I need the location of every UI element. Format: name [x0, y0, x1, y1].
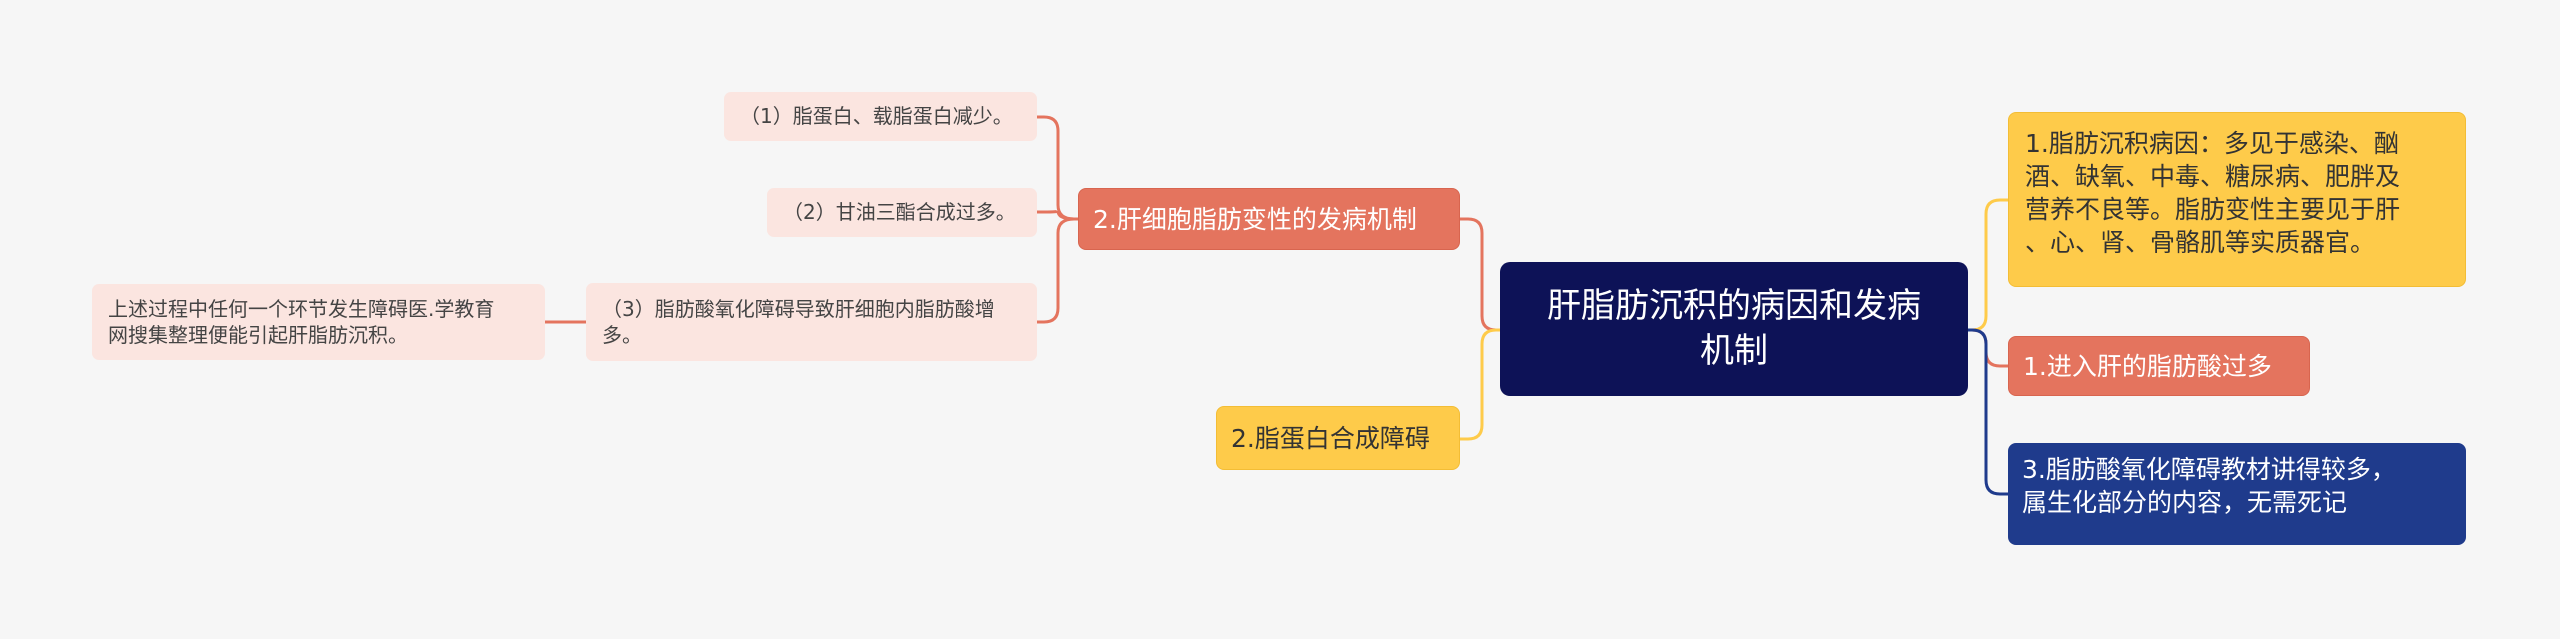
node-oxidation[interactable]: 3.脂肪酸氧化障碍教材讲得较多， 属生化部分的内容，无需死记: [2008, 443, 2466, 545]
link-center-lipoprotein: [1460, 328, 1500, 441]
link-center-causes: [1968, 198, 2008, 332]
link-center-fatty-acid: [1968, 328, 2008, 368]
link-mechanism-item1: [1037, 115, 1078, 221]
node-lipoprotein-label: 2.脂蛋白合成障碍: [1231, 423, 1430, 453]
node-mechanism-label: 2.肝细胞脂肪变性的发病机制: [1093, 204, 1417, 234]
center-title: 肝脂肪沉积的病因和发病 机制: [1547, 286, 1921, 371]
node-oxidation-label: 3.脂肪酸氧化障碍教材讲得较多， 属生化部分的内容，无需死记: [2022, 455, 2396, 517]
node-note-label: 上述过程中任何一个环节发生障碍医.学教育 网搜集整理便能引起肝脂肪沉积。: [108, 296, 495, 347]
link-center-mechanism: [1460, 217, 1500, 332]
link-mechanism-item3: [1037, 217, 1078, 324]
node-item-2[interactable]: （2）甘油三酯合成过多。: [767, 188, 1037, 237]
node-causes-label: 1.脂肪沉积病因：多见于感染、酗 酒、缺氧、中毒、糖尿病、肥胖及 营养不良等。脂…: [2025, 129, 2401, 257]
node-mechanism[interactable]: 2.肝细胞脂肪变性的发病机制: [1078, 188, 1460, 250]
node-causes[interactable]: 1.脂肪沉积病因：多见于感染、酗 酒、缺氧、中毒、糖尿病、肥胖及 营养不良等。脂…: [2008, 112, 2466, 287]
center-node[interactable]: 肝脂肪沉积的病因和发病 机制: [1500, 262, 1968, 396]
node-item-3-label: （3）脂肪酸氧化障碍导致肝细胞内脂肪酸增 多。: [602, 296, 995, 347]
node-note[interactable]: 上述过程中任何一个环节发生障碍医.学教育 网搜集整理便能引起肝脂肪沉积。: [92, 284, 545, 360]
link-center-oxidation: [1968, 328, 2008, 496]
node-item-1-label: （1）脂蛋白、载脂蛋白减少。: [740, 104, 1013, 129]
node-fatty-acid[interactable]: 1.进入肝的脂肪酸过多: [2008, 336, 2310, 396]
node-lipoprotein[interactable]: 2.脂蛋白合成障碍: [1216, 406, 1460, 470]
node-item-2-label: （2）甘油三酯合成过多。: [783, 200, 1016, 225]
node-fatty-acid-label: 1.进入肝的脂肪酸过多: [2023, 351, 2272, 381]
node-item-3[interactable]: （3）脂肪酸氧化障碍导致肝细胞内脂肪酸增 多。: [586, 283, 1037, 361]
node-item-1[interactable]: （1）脂蛋白、载脂蛋白减少。: [724, 92, 1037, 141]
